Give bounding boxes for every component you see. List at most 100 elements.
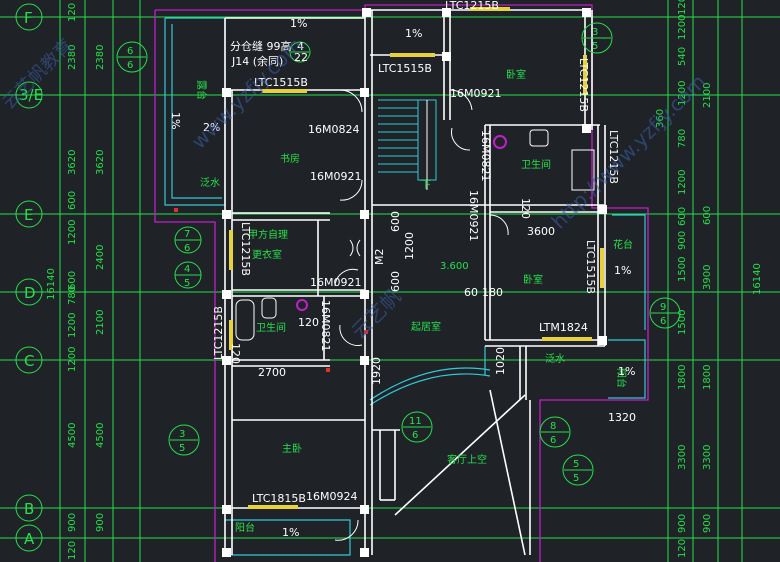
dim-right-900: 900 — [677, 231, 688, 250]
dim-right-1800b: 1800 — [702, 365, 713, 390]
dim-right-900a: 900 — [677, 514, 688, 533]
callout-4-num: 4 — [184, 264, 190, 275]
splitter-sub-note: J14 (余同) — [231, 54, 283, 68]
room-study: 书房 — [280, 152, 300, 165]
room-balcony-bottom: 阳台 — [235, 521, 255, 534]
dim-right-1500b: 1500 — [677, 310, 688, 335]
code-ltc1515b-study: LTC1515B — [254, 76, 308, 89]
room-flower-terrace: 花台 — [613, 238, 633, 251]
code-ltc1215b-cloak: LTC1215B — [239, 222, 252, 276]
dim-left-4500a: 4500 — [67, 423, 78, 448]
dim-left-600b: 600 — [67, 271, 78, 290]
detail-marker-den: 22 — [294, 51, 308, 64]
bathroom-fixtures — [235, 129, 595, 341]
dim-right-1800a: 1800 — [677, 365, 688, 390]
room-living: 起居室 — [411, 320, 441, 333]
code-ltc1515b-bedroom: LTC1515B — [584, 240, 597, 294]
dim-right-360: 360 — [655, 109, 666, 128]
dim-120c: 120 — [519, 198, 532, 219]
slope-5: 1% — [614, 264, 631, 277]
detail-callout-labels: 6 6 3 5 7 6 4 5 3 5 11 6 8 6 5 5 9 6 4 2… — [127, 27, 666, 484]
code-m0921-cloak: 16M0921 — [310, 276, 361, 289]
dim-left-1200b: 1200 — [67, 313, 78, 338]
slope-3: 2% — [203, 121, 220, 134]
axis-label-3e: 3/E — [19, 86, 43, 104]
detail-marker-num: 4 — [297, 40, 304, 53]
callout-2-num: 3 — [592, 27, 598, 38]
dim-120a: 120 — [298, 316, 319, 329]
code-m0821-vertical: 16M0821 — [479, 130, 492, 181]
room-dining-balcony: 露台 — [195, 80, 208, 100]
code-m0824: 16M0824 — [308, 123, 359, 136]
room-labels: 露台 书房 更衣室 甲方自理 卫生间 主卧 卧室 卫生间 卧室 起居室 客厅上空… — [195, 39, 633, 534]
windows — [229, 7, 604, 509]
dim-right-1200: 1200 — [677, 15, 688, 40]
dim-right-540: 540 — [677, 47, 688, 66]
pan-water-2: 泛水 — [545, 353, 565, 365]
dim-180: 180 — [482, 286, 503, 299]
callout-3-den: 6 — [184, 243, 190, 254]
callout-5-num: 3 — [179, 429, 185, 440]
columns — [222, 8, 607, 557]
grid-axis-lines — [0, 16, 780, 539]
axis-label-d: D — [24, 284, 36, 302]
callout-5-den: 5 — [179, 443, 185, 454]
dim-right-3300b: 3300 — [702, 445, 713, 470]
dim-right-600: 600 — [677, 207, 688, 226]
dim-600a: 600 — [389, 211, 402, 232]
dim-right-780: 780 — [677, 129, 688, 148]
callout-7-den: 6 — [550, 435, 556, 446]
callout-1-den: 6 — [127, 60, 133, 71]
callout-2-den: 5 — [592, 41, 598, 52]
dim-60: 60 — [464, 286, 478, 299]
dim-right-3900: 3900 — [702, 265, 713, 290]
room-bathroom-left: 卫生间 — [256, 321, 286, 334]
slope-2: 1% — [405, 27, 422, 40]
code-ltc1215b-top: LTC1215B — [445, 0, 499, 12]
left-dimension-lines — [59, 0, 141, 562]
red-marks — [174, 208, 368, 372]
axis-label-f: F — [24, 9, 33, 27]
code-ltm1824: LTM1824 — [539, 321, 588, 334]
callout-3-num: 7 — [184, 229, 190, 240]
left-dimension-texts: 120 2380 2380 3620 3620 1200 600 2400 16… — [46, 3, 106, 560]
dim-1200-inner: 1200 — [403, 232, 416, 260]
dim-left-4500b: 4500 — [95, 423, 106, 448]
right-dimension-texts: 1200 540 120 2100 1200 780 360 1200 600 … — [655, 0, 763, 558]
callout-8-den: 5 — [573, 473, 579, 484]
code-ltc1815b: LTC1815B — [252, 492, 306, 505]
walk-in-note: 甲方自理 — [248, 228, 288, 241]
slope-6: 1% — [618, 365, 635, 378]
slope-7: 1% — [282, 526, 299, 539]
dim-left-120: 120 — [67, 3, 78, 22]
axis-label-e: E — [24, 206, 33, 224]
dim-600b: 600 — [389, 271, 402, 292]
room-cloakroom: 更衣室 — [252, 248, 282, 261]
dim-right-3300a: 3300 — [677, 445, 688, 470]
code-m0821-bath: 16M0821 — [319, 300, 332, 351]
axis-label-b: B — [24, 500, 34, 518]
callout-6-num: 11 — [409, 416, 422, 427]
callout-4-den: 5 — [184, 278, 190, 289]
dim-left-1200c: 1200 — [67, 347, 78, 372]
component-codes: LTC1215B LTC1515B LTC1515B LTC1215B LTC1… — [212, 0, 620, 505]
dim-1320: 1320 — [608, 411, 636, 424]
pan-water-1: 泛水 — [200, 177, 220, 189]
slope-1: 1% — [290, 17, 307, 30]
axis-bubbles — [15, 3, 43, 552]
doors — [334, 89, 509, 541]
dim-left-16140: 16140 — [46, 268, 57, 300]
level-mark: 3.600 — [440, 261, 469, 272]
dim-left-3620b: 3620 — [95, 150, 106, 175]
code-m0921-study: 16M0921 — [310, 170, 361, 183]
code-ltc1215b-bath: LTC1215B — [212, 306, 225, 360]
dim-right-600b: 600 — [702, 206, 713, 225]
axis-bubble-labels: F 3/E E D C B A — [19, 9, 43, 548]
dim-left-900b: 900 — [95, 513, 106, 532]
dim-left-3620a: 3620 — [67, 150, 78, 175]
dim-3600: 3600 — [527, 225, 555, 238]
inner-dimensions: 1% 1% 2% 1% 1% 1% 1% 2700 120 120 1320 3… — [169, 17, 636, 539]
splitter-note: 分仓缝 99高 — [230, 39, 292, 53]
stair-down-mark: 下 — [421, 180, 431, 191]
dim-right-1500: 1500 — [677, 257, 688, 282]
